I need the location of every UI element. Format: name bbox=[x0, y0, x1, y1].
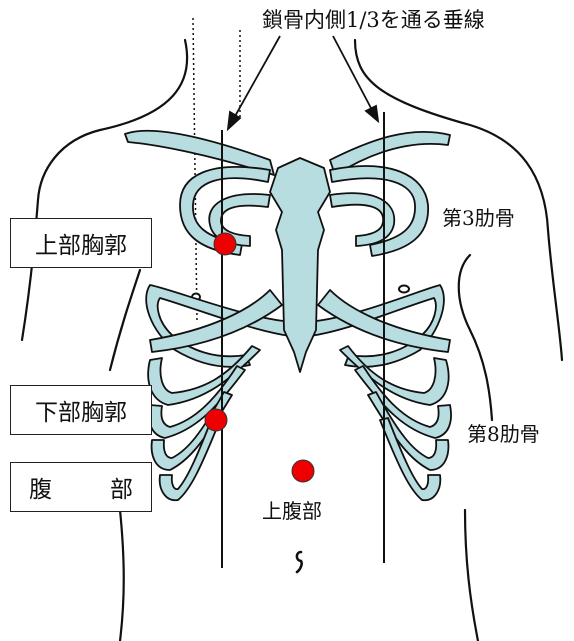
upper-chest-box: 上部胸郭 bbox=[10, 218, 152, 268]
right-nipple bbox=[399, 286, 409, 293]
upper-abdomen-label: 上腹部 bbox=[262, 501, 322, 521]
title-label: 鎖骨内側1/3を通る垂線 bbox=[262, 10, 485, 31]
lower-chest-box: 下部胸郭 bbox=[10, 385, 152, 435]
rib8-label: 第8肋骨 bbox=[467, 424, 540, 444]
rib-cage bbox=[125, 131, 451, 500]
abdomen-label-left: 腹 bbox=[29, 470, 52, 504]
marker-lower-chest bbox=[205, 409, 227, 431]
marker-upper-chest bbox=[214, 233, 236, 255]
abdomen-box: 腹 部 bbox=[10, 462, 152, 512]
rib3-label: 第3肋骨 bbox=[442, 208, 515, 228]
marker-upper-abdomen bbox=[292, 460, 314, 482]
navel bbox=[297, 552, 302, 572]
abdomen-label-right: 部 bbox=[110, 470, 133, 504]
